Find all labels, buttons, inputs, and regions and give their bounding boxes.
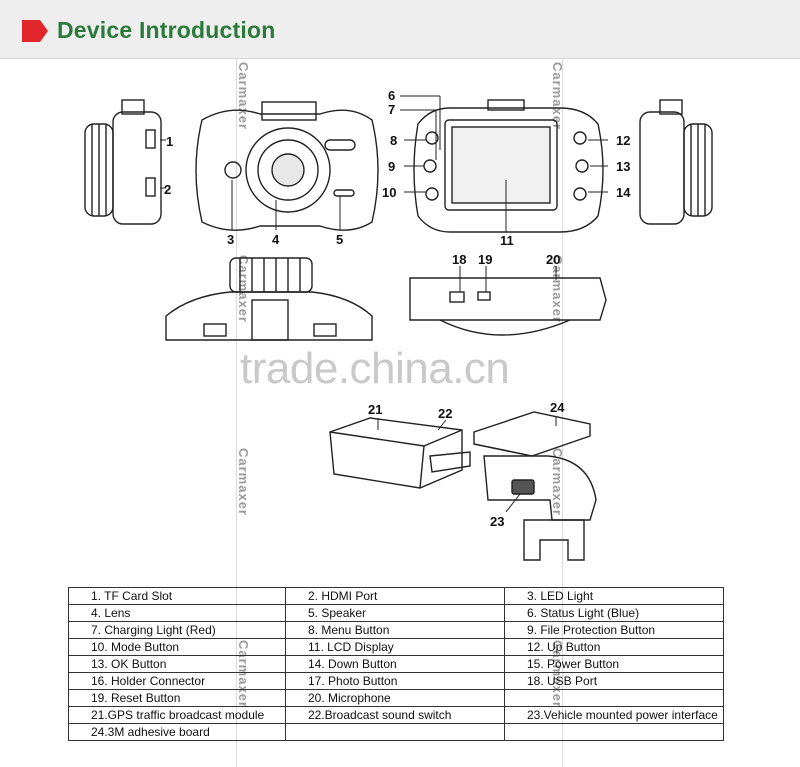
legend-cell: 6. Status Light (Blue)	[504, 604, 724, 622]
watermark-carmaxer: Carmaxer	[550, 448, 565, 516]
callout-8: 8	[390, 133, 397, 148]
callout-19: 19	[478, 252, 492, 267]
legend-cell: 22.Broadcast sound switch	[285, 706, 505, 724]
callout-24: 24	[550, 400, 565, 415]
callout-2: 2	[164, 182, 171, 197]
page-title: Device Introduction	[57, 17, 276, 43]
legend-cell: 17. Photo Button	[285, 672, 505, 690]
callout-14: 14	[616, 185, 631, 200]
watermark-carmaxer: Carmaxer	[236, 62, 251, 130]
dashcam-rear-view	[413, 99, 604, 233]
callout-1: 1	[166, 134, 173, 149]
callout-9: 9	[388, 159, 395, 174]
legend-cell: 20. Microphone	[285, 689, 505, 707]
legend-cell	[504, 723, 724, 741]
legend-cell: 23.Vehicle mounted power interface	[504, 706, 724, 724]
legend-cell: 15. Power Button	[504, 655, 724, 673]
legend-cell: 24.3M adhesive board	[68, 723, 286, 741]
callout-20: 20	[546, 252, 560, 267]
dashcam-front-view	[195, 101, 379, 231]
legend-cell: 11. LCD Display	[285, 638, 505, 656]
legend-cell: 10. Mode Button	[68, 638, 286, 656]
legend-cell: 13. OK Button	[68, 655, 286, 673]
watermark-trade-china: trade.china.cn	[240, 344, 510, 393]
callout-23: 23	[490, 514, 504, 529]
dashcam-bottom-view	[165, 257, 373, 341]
callout-5: 5	[336, 232, 343, 247]
callout-22: 22	[438, 406, 452, 421]
legend-cell: 16. Holder Connector	[68, 672, 286, 690]
legend-row: 24.3M adhesive board	[68, 723, 724, 741]
dashcam-left-side-view	[84, 99, 162, 225]
device-illustrations: 1 2 3 4 5 6 7 8 9 10 11 12 13 14 18 19 2…	[84, 88, 713, 561]
divider-line	[236, 58, 237, 767]
legend-cell: 12. Up Button	[504, 638, 724, 656]
legend-cell: 21.GPS traffic broadcast module	[68, 706, 286, 724]
callout-6: 6	[388, 88, 395, 103]
mount-holder	[473, 411, 597, 561]
dashcam-top-view	[409, 277, 607, 336]
callout-12: 12	[616, 133, 630, 148]
legend-cell: 3. LED Light	[504, 587, 724, 605]
legend-cell	[504, 689, 724, 707]
callout-4: 4	[272, 232, 280, 247]
watermark-carmaxer: Carmaxer	[550, 62, 565, 130]
legend-cell: 5. Speaker	[285, 604, 505, 622]
callout-7: 7	[388, 102, 395, 117]
callout-18: 18	[452, 252, 466, 267]
dashcam-right-side-view	[639, 99, 713, 225]
legend-cell: 4. Lens	[68, 604, 286, 622]
callout-13: 13	[616, 159, 630, 174]
page-header: Device Introduction	[0, 0, 800, 59]
callout-11: 11	[500, 233, 514, 248]
divider-line	[562, 58, 563, 767]
legend-cell: 18. USB Port	[504, 672, 724, 690]
callout-10: 10	[382, 185, 396, 200]
legend-cell: 8. Menu Button	[285, 621, 505, 639]
watermark-carmaxer: Carmaxer	[550, 255, 565, 323]
watermark-carmaxer: Carmaxer	[236, 448, 251, 516]
legend-cell	[285, 723, 505, 741]
legend-cell: 1. TF Card Slot	[68, 587, 286, 605]
legend-cell: 9. File Protection Button	[504, 621, 724, 639]
legend-cell: 19. Reset Button	[68, 689, 286, 707]
callout-21: 21	[368, 402, 382, 417]
red-tag-icon	[22, 20, 48, 42]
gps-broadcast-module	[329, 417, 471, 489]
legend-cell: 2. HDMI Port	[285, 587, 505, 605]
callout-3: 3	[227, 232, 234, 247]
legend-cell: 7. Charging Light (Red)	[68, 621, 286, 639]
legend-cell: 14. Down Button	[285, 655, 505, 673]
